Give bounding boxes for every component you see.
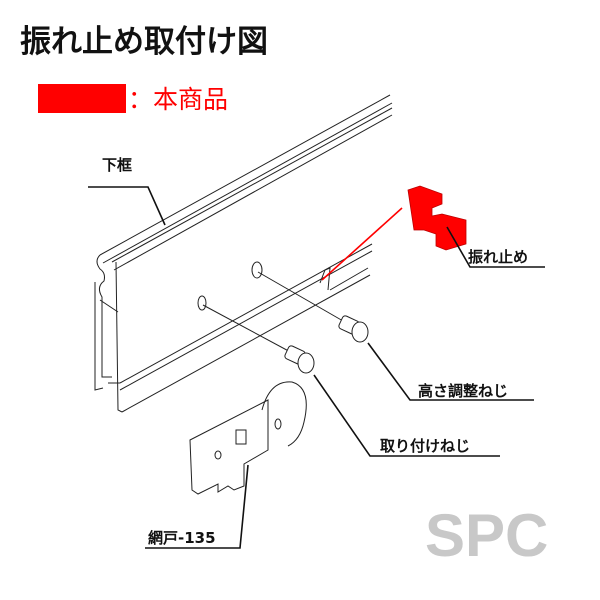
stopper-leader <box>446 226 545 268</box>
bottom-frame <box>94 94 393 413</box>
label-frame: 下框 <box>102 156 132 174</box>
mount-screw <box>202 304 315 374</box>
roller-part <box>189 381 307 495</box>
stopper-part <box>321 185 467 281</box>
label-height-screw: 高さ調整ねじ <box>418 382 508 400</box>
frame-leader <box>88 186 166 226</box>
watermark-logo: SPC <box>425 502 548 569</box>
height-adjust-screw <box>257 271 369 343</box>
diagram-title: 振れ止め取付け図 <box>20 24 268 60</box>
label-mount-screw: 取り付けねじ <box>380 437 470 455</box>
mount-screw-leader <box>313 374 500 457</box>
roller-leader <box>145 464 249 549</box>
height-screw-leader <box>367 342 534 401</box>
legend-label: ：本商品 <box>128 85 228 114</box>
label-stopper: 振れ止め <box>468 248 528 266</box>
legend-swatch <box>38 84 126 113</box>
label-roller: 網戸-135 <box>148 529 216 547</box>
